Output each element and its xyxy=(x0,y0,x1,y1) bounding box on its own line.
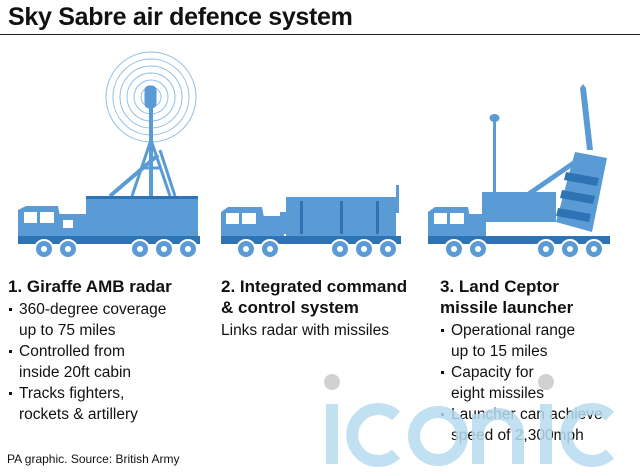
radar-bullet-list: 360-degree coverage up to 75 miles Contr… xyxy=(8,299,208,425)
radar-antenna-icon xyxy=(144,85,157,109)
page-title: Sky Sabre air defence system xyxy=(8,3,353,31)
iconic-watermark-logo xyxy=(324,374,615,467)
list-item: 360-degree coverage up to 75 miles xyxy=(8,299,208,341)
command-description: Links radar with missiles xyxy=(221,322,389,339)
launcher-heading: 3. Land Ceptor missile launcher xyxy=(440,277,574,317)
list-item: Operational range up to 15 miles xyxy=(440,320,636,362)
list-item: Tracks fighters, rockets & artillery xyxy=(8,383,208,425)
title-divider xyxy=(0,34,640,35)
list-item: Controlled from inside 20ft cabin xyxy=(8,341,208,383)
vehicle-illustrations xyxy=(18,51,610,259)
source-credit: PA graphic. Source: British Army xyxy=(7,452,180,466)
launcher-truck-wheels xyxy=(444,239,604,259)
missile-icon xyxy=(580,84,593,150)
command-truck-wheels xyxy=(236,239,398,259)
command-info-column: 2. Integrated command & control system L… xyxy=(221,276,431,341)
command-heading: 2. Integrated command & control system xyxy=(221,277,408,317)
command-truck-illustration xyxy=(221,185,401,259)
radar-info-column: 1. Giraffe AMB radar 360-degree coverage… xyxy=(8,276,208,425)
list-item: Capacity for eight missiles xyxy=(440,362,636,404)
radar-truck-wheels xyxy=(34,239,198,259)
launcher-truck-illustration xyxy=(428,84,610,259)
radar-heading: 1. Giraffe AMB radar xyxy=(8,277,172,296)
radar-truck-illustration xyxy=(18,51,200,259)
